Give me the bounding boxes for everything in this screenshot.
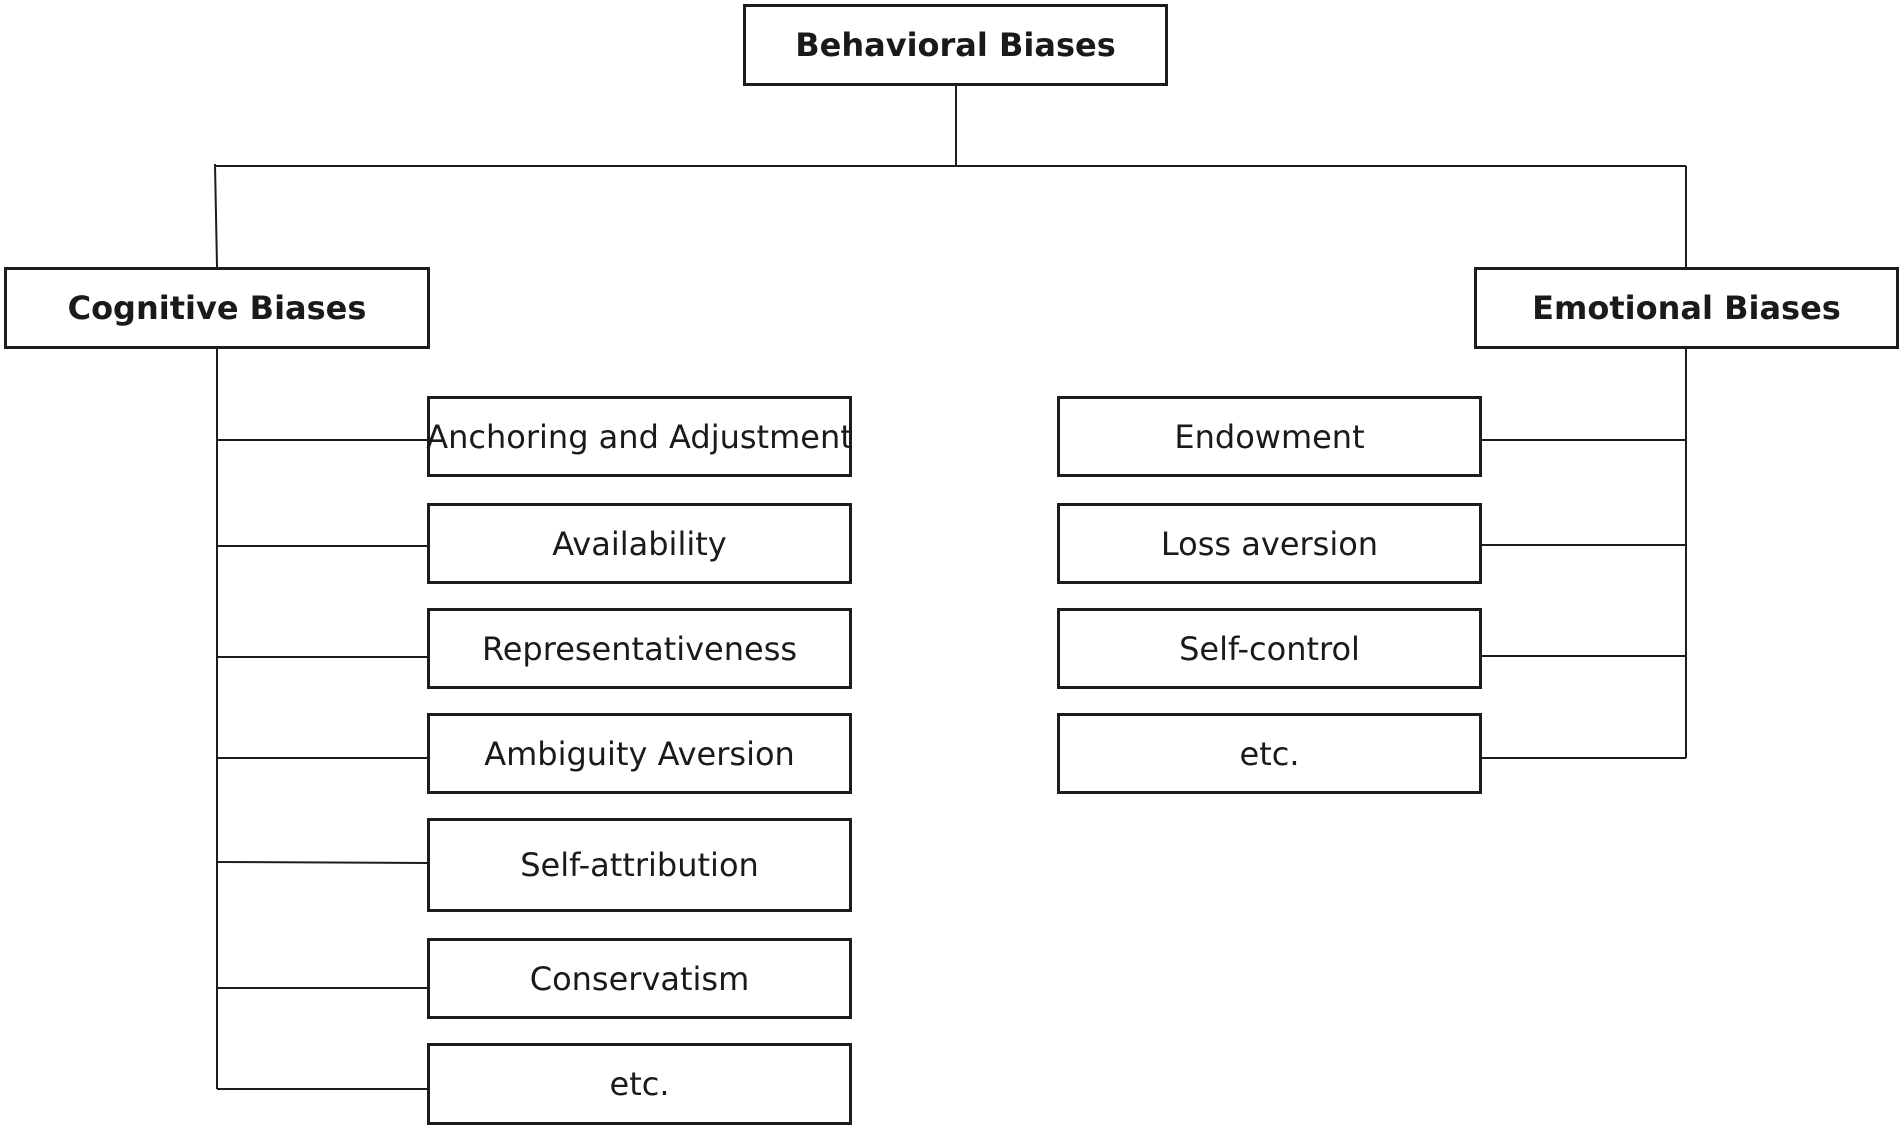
emotional-biases-node: Emotional Biases xyxy=(1474,267,1899,349)
cognitive-item-node: Self-attribution xyxy=(427,818,852,912)
cognitive-item-node: Conservatism xyxy=(427,938,852,1019)
emotional-item-label: Self-control xyxy=(1179,629,1360,668)
cognitive-item-label: Anchoring and Adjustment xyxy=(426,417,853,456)
cognitive-drop-line xyxy=(214,163,218,268)
root-label: Behavioral Biases xyxy=(795,26,1116,64)
cognitive-item-node: Representativeness xyxy=(427,608,852,689)
cognitive-biases-label: Cognitive Biases xyxy=(67,289,367,327)
emotional-item-label: etc. xyxy=(1239,734,1300,773)
cognitive-item-node: Anchoring and Adjustment xyxy=(426,396,853,477)
cognitive-biases-node: Cognitive Biases xyxy=(4,267,430,349)
emotional-item-label: Endowment xyxy=(1174,417,1365,456)
cognitive-item-label: Self-attribution xyxy=(520,846,759,884)
emotional-item-node: Loss aversion xyxy=(1057,503,1482,584)
cognitive-item-node: etc. xyxy=(427,1043,852,1125)
cognitive-item-node: Ambiguity Aversion xyxy=(427,713,852,794)
emotional-biases-label: Emotional Biases xyxy=(1532,289,1841,327)
emotional-item-node: Self-control xyxy=(1057,608,1482,689)
emotional-item-node: etc. xyxy=(1057,713,1482,794)
cognitive-item-label: Availability xyxy=(552,524,727,563)
cognitive-item-label: Conservatism xyxy=(529,959,750,998)
cognitive-item-node: Availability xyxy=(427,503,852,584)
emotional-item-label: Loss aversion xyxy=(1160,524,1379,563)
root-node: Behavioral Biases xyxy=(743,4,1168,86)
cognitive-item-label: Ambiguity Aversion xyxy=(484,734,795,773)
cognitive-branch-line xyxy=(216,861,428,864)
cognitive-item-label: Representativeness xyxy=(481,629,798,668)
emotional-item-node: Endowment xyxy=(1057,396,1482,477)
cognitive-item-label: etc. xyxy=(609,1065,670,1103)
